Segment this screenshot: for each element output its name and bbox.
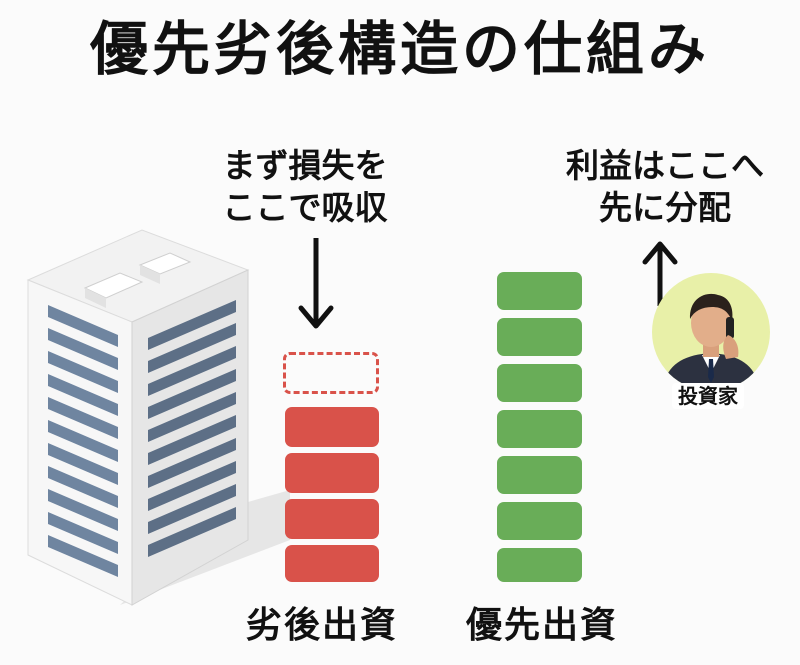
senior-label: 優先出資 xyxy=(466,605,619,646)
investor-label: 投資家 xyxy=(672,383,744,409)
office-building-icon xyxy=(26,229,290,606)
investor-avatar xyxy=(652,273,770,391)
senior-block xyxy=(497,272,582,310)
loss-absorption-note: まず損失を ここで吸収 xyxy=(205,145,405,229)
subordinated-label: 劣後出資 xyxy=(246,605,399,646)
senior-block xyxy=(497,364,582,402)
senior-block xyxy=(497,502,582,540)
arrow-up-icon xyxy=(642,241,678,306)
loss-note-line1: まず損失を xyxy=(222,146,388,185)
profit-distribution-note: 利益はここへ 先に分配 xyxy=(555,145,775,229)
arrow-down-icon xyxy=(298,238,334,329)
senior-block xyxy=(497,410,582,448)
page-title: 優先劣後構造の仕組み xyxy=(89,15,710,83)
subordinated-block xyxy=(285,499,379,539)
senior-block xyxy=(497,318,582,356)
profit-note-line1: 利益はここへ xyxy=(566,146,764,185)
profit-note-line2: 先に分配 xyxy=(599,188,731,227)
senior-block xyxy=(497,456,582,494)
subordinated-block xyxy=(285,453,379,493)
loss-note-line2: ここで吸収 xyxy=(222,188,388,227)
subordinated-block xyxy=(285,545,379,582)
senior-block xyxy=(497,548,582,582)
absorbed-loss-block xyxy=(283,352,379,394)
subordinated-block xyxy=(285,407,379,447)
businessman-on-phone-icon xyxy=(662,293,760,391)
